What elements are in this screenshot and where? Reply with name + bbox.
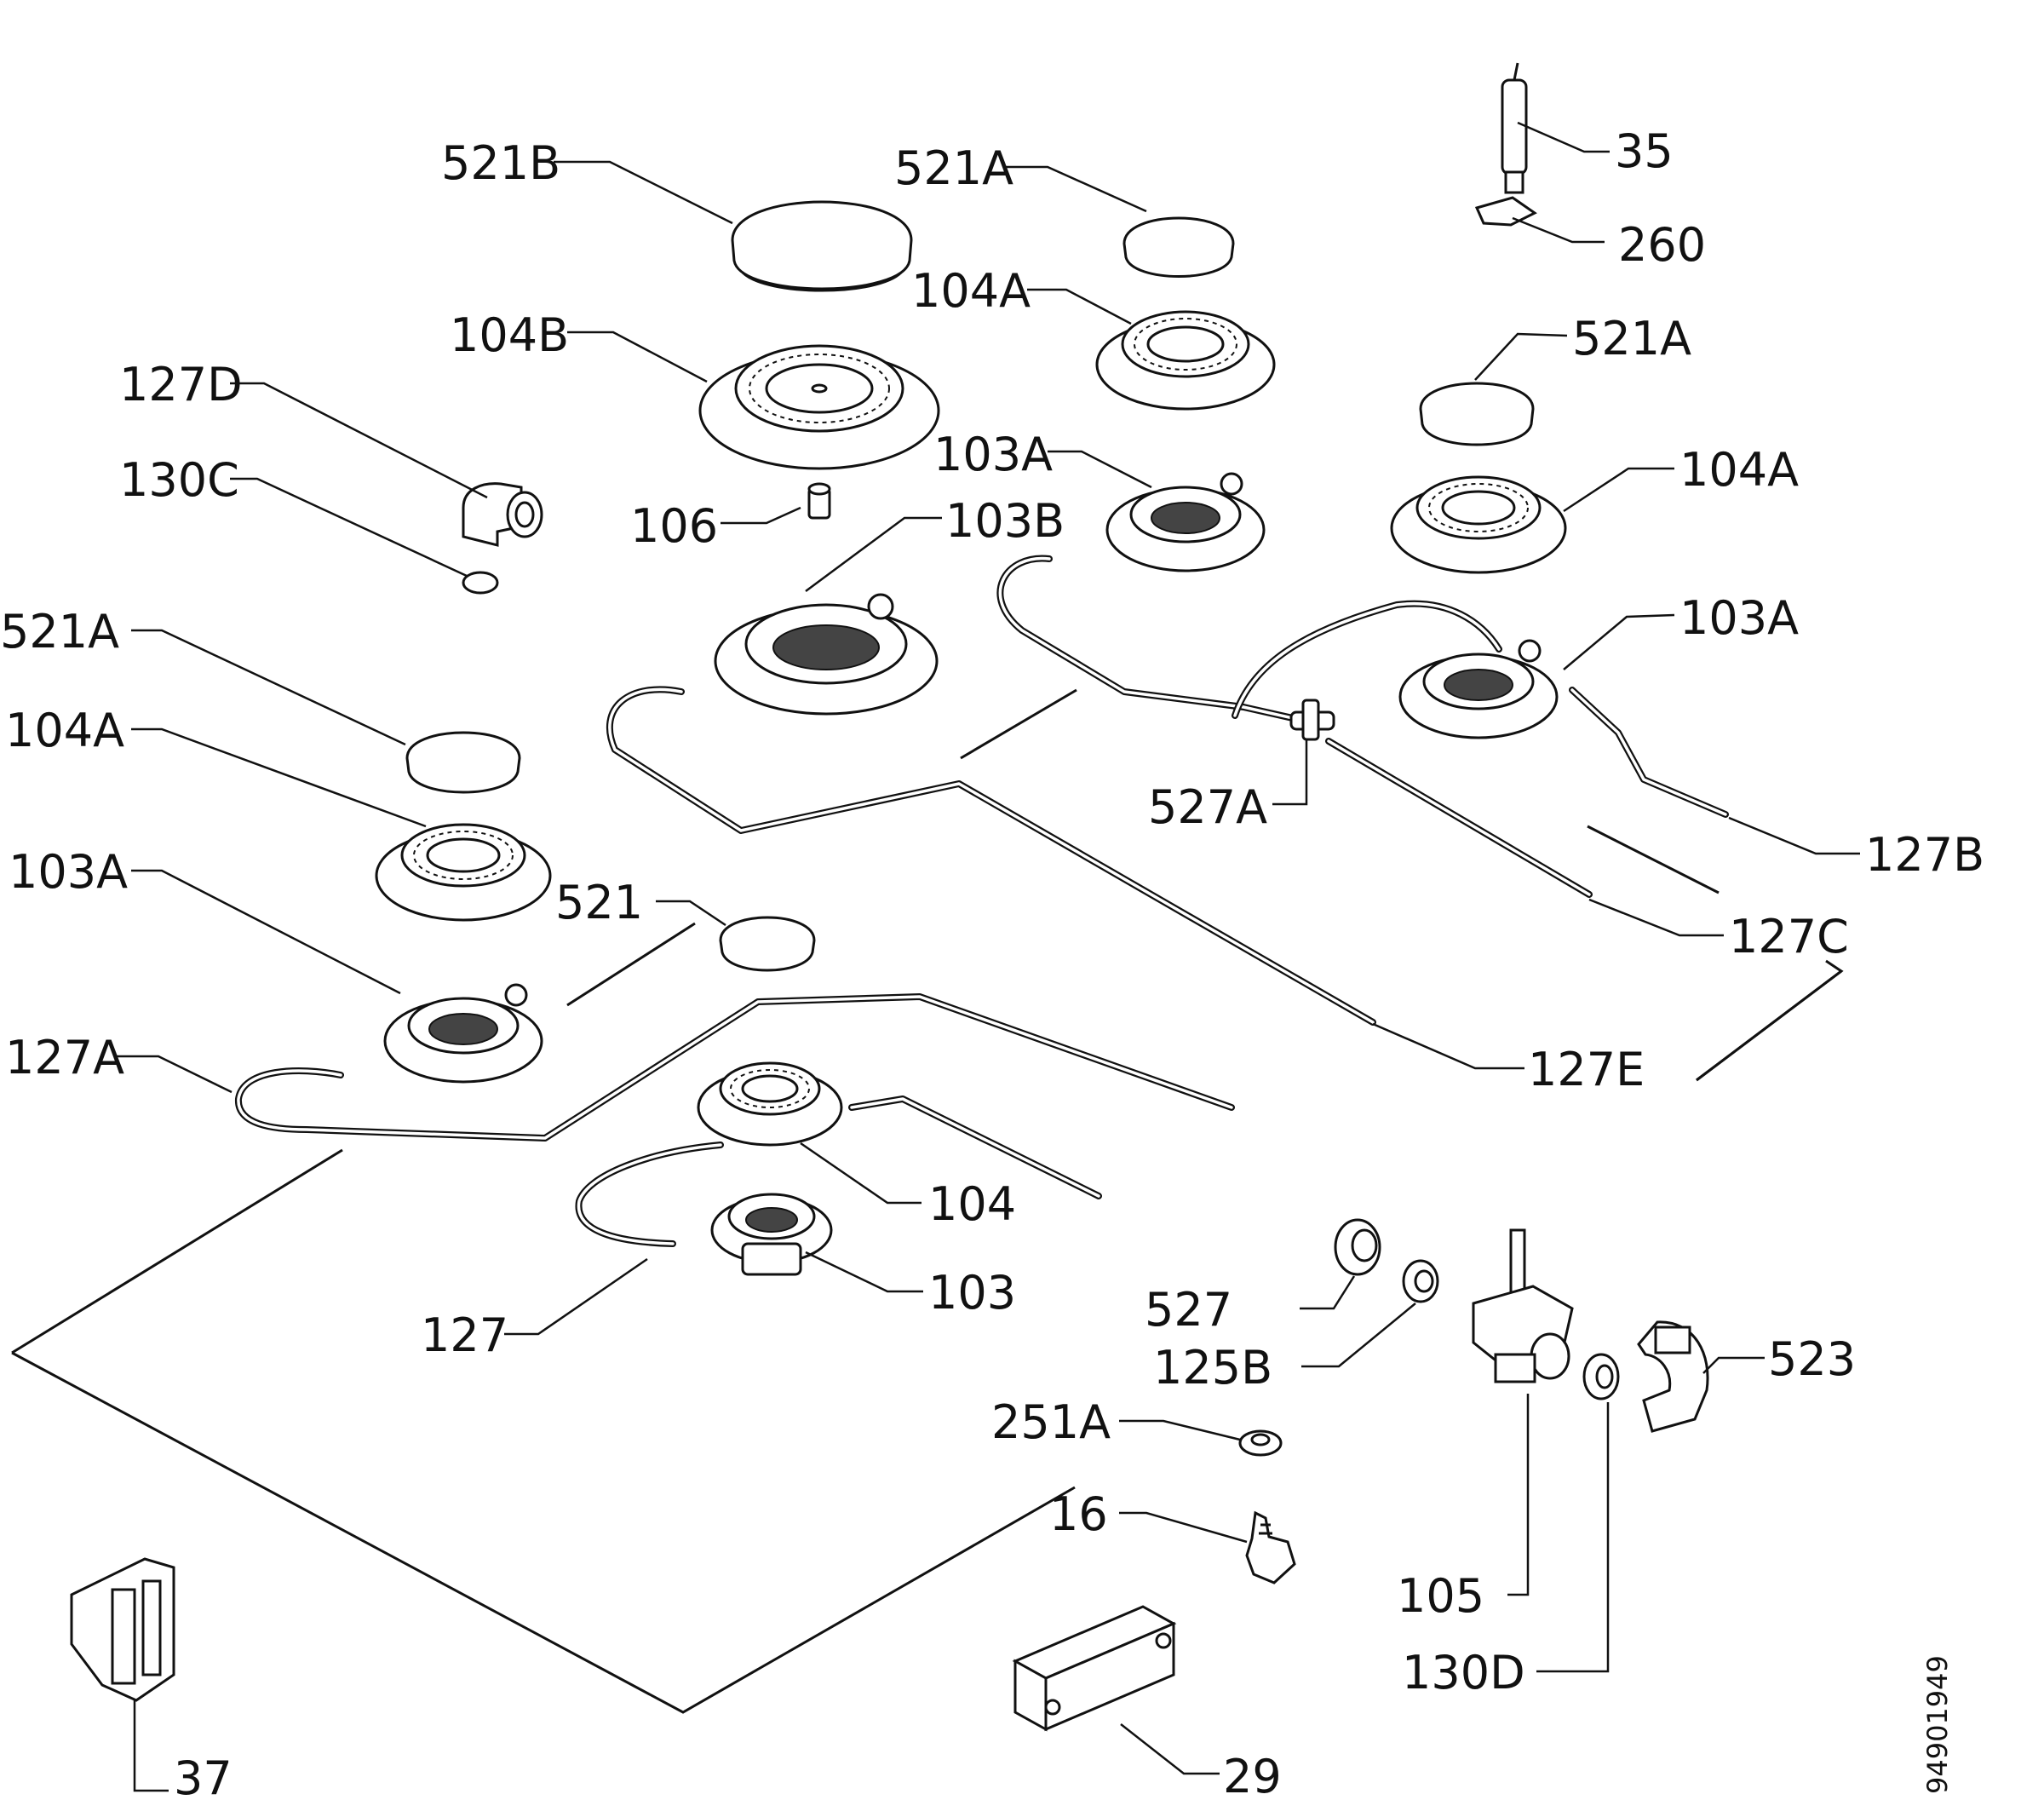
terminal-block-37 bbox=[70, 1557, 175, 1702]
label-103: 103 bbox=[928, 1266, 1016, 1320]
ignition-electrode-35 bbox=[1501, 62, 1528, 194]
bracket-523 bbox=[1637, 1320, 1709, 1433]
label-251A: 251A bbox=[991, 1395, 1111, 1449]
elbow-fitting-127d bbox=[462, 482, 543, 547]
label-104A-top: 104A bbox=[911, 264, 1031, 318]
burner-crown-104a-top bbox=[1095, 310, 1276, 411]
burner-cap-521 bbox=[719, 916, 816, 972]
burner-body-103a-right bbox=[1398, 639, 1559, 739]
label-521: 521 bbox=[555, 876, 643, 929]
label-521A-left: 521A bbox=[0, 605, 119, 658]
label-105: 105 bbox=[1397, 1569, 1484, 1623]
label-527A: 527A bbox=[1148, 780, 1267, 834]
label-521A-top: 521A bbox=[894, 141, 1013, 195]
igniter-16 bbox=[1245, 1510, 1296, 1584]
label-527: 527 bbox=[1145, 1283, 1232, 1337]
label-130D: 130D bbox=[1402, 1646, 1525, 1699]
label-106: 106 bbox=[630, 499, 718, 553]
label-127A: 127A bbox=[5, 1031, 124, 1084]
label-104B: 104B bbox=[450, 308, 569, 362]
label-521B: 521B bbox=[441, 136, 560, 190]
label-127: 127 bbox=[421, 1308, 508, 1362]
label-127D: 127D bbox=[119, 358, 243, 411]
burner-body-103 bbox=[710, 1193, 833, 1276]
drawing-code: 94901949 bbox=[1921, 1655, 1954, 1794]
nut-251a bbox=[1238, 1429, 1283, 1457]
label-103B: 103B bbox=[945, 494, 1065, 548]
burner-crown-104 bbox=[697, 1061, 843, 1147]
burner-crown-104a-right bbox=[1390, 475, 1567, 574]
leader-lines bbox=[116, 121, 1860, 1792]
label-523: 523 bbox=[1768, 1332, 1856, 1386]
washer-130c bbox=[462, 571, 499, 595]
gas-pipes bbox=[235, 555, 1729, 1247]
label-260: 260 bbox=[1618, 218, 1706, 272]
nut-125b bbox=[1402, 1259, 1439, 1303]
burner-crown-104a-left bbox=[375, 823, 552, 922]
injector-106 bbox=[807, 482, 831, 520]
label-37: 37 bbox=[174, 1751, 233, 1800]
gas-tap-105 bbox=[1472, 1228, 1574, 1383]
label-104A-left: 104A bbox=[5, 704, 124, 757]
label-130C: 130C bbox=[119, 453, 239, 507]
label-103A-mid: 103A bbox=[933, 428, 1053, 481]
label-127C: 127C bbox=[1729, 910, 1849, 963]
part-labels: 521B 521A 35 260 104B 104A 521A 127D 130… bbox=[0, 124, 1984, 1800]
label-29: 29 bbox=[1223, 1750, 1282, 1800]
burner-cap-521a-top bbox=[1122, 216, 1235, 278]
burner-body-103a-mid bbox=[1105, 472, 1266, 572]
cap-527 bbox=[1334, 1218, 1381, 1276]
burner-body-103b bbox=[714, 593, 939, 716]
label-104: 104 bbox=[928, 1177, 1016, 1231]
spark-generator-29 bbox=[1012, 1605, 1177, 1732]
burner-cap-521b bbox=[731, 200, 913, 292]
burner-cap-521a-right bbox=[1419, 382, 1535, 446]
label-127B: 127B bbox=[1865, 828, 1984, 882]
label-16: 16 bbox=[1049, 1487, 1108, 1541]
label-104A-right: 104A bbox=[1679, 443, 1799, 497]
connector-527a bbox=[1289, 699, 1335, 741]
label-125B: 125B bbox=[1153, 1341, 1272, 1395]
label-103A-left: 103A bbox=[9, 845, 128, 899]
burner-crown-104b bbox=[698, 344, 940, 470]
hob-outline bbox=[11, 688, 1844, 1714]
label-35: 35 bbox=[1615, 124, 1674, 178]
label-103A-right: 103A bbox=[1679, 591, 1799, 645]
clip-260 bbox=[1474, 196, 1537, 227]
washer-130d bbox=[1582, 1353, 1620, 1400]
burner-cap-521a-left bbox=[405, 731, 521, 794]
label-521A-right: 521A bbox=[1572, 312, 1691, 365]
burner-body-103a-left bbox=[383, 983, 543, 1084]
label-127E: 127E bbox=[1528, 1043, 1645, 1096]
